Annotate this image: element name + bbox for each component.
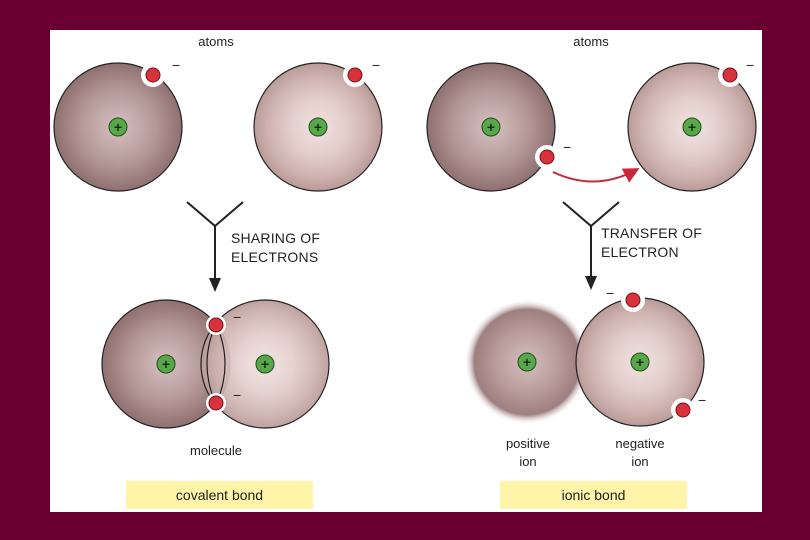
svg-text:+: + [261, 356, 269, 372]
svg-text:−: − [746, 57, 754, 73]
svg-text:−: − [372, 57, 380, 73]
negative-ion: + − − [576, 285, 706, 426]
transfer-label-line1: TRANSFER OF [601, 225, 702, 241]
left-atom-2: + − [254, 57, 382, 191]
nucleus-icon: + [109, 118, 127, 136]
right-atoms-label: atoms [573, 34, 609, 49]
sharing-label-line1: SHARING OF [231, 230, 320, 246]
positive-ion-label-line2: ion [519, 454, 536, 469]
electron-icon: − [718, 57, 754, 87]
positive-ion-label-line1: positive [506, 436, 550, 451]
svg-text:−: − [172, 57, 180, 73]
svg-text:−: − [563, 139, 571, 155]
electron-icon: − [343, 57, 380, 87]
nucleus-icon: + [256, 355, 274, 373]
svg-text:−: − [606, 285, 614, 301]
negative-ion-label-line2: ion [631, 454, 648, 469]
svg-text:+: + [314, 119, 322, 135]
sharing-arrow-icon [187, 202, 243, 292]
svg-text:+: + [523, 354, 531, 370]
left-atoms-label: atoms [198, 34, 234, 49]
right-atom-1: + [427, 63, 555, 191]
diagram-frame: atoms + − + − SHARING OF ELECTRONS [50, 30, 762, 512]
nucleus-icon: + [157, 355, 175, 373]
nucleus-icon: + [482, 118, 500, 136]
bonding-diagram: atoms + − + − SHARING OF ELECTRONS [50, 30, 762, 512]
electron-icon: − [141, 57, 180, 87]
left-atom-1: + − [54, 57, 182, 191]
negative-ion-label-line1: negative [615, 436, 664, 451]
transfer-label-line2: ELECTRON [601, 244, 679, 260]
svg-text:−: − [698, 392, 706, 408]
molecule-label: molecule [190, 443, 242, 458]
covalent-bond-label: covalent bond [176, 487, 263, 503]
ionic-bond-label: ionic bond [562, 487, 626, 503]
svg-text:−: − [233, 387, 241, 403]
svg-text:−: − [233, 309, 241, 325]
svg-text:+: + [114, 119, 122, 135]
sharing-label-line2: ELECTRONS [231, 249, 318, 265]
svg-text:+: + [487, 119, 495, 135]
right-atom-2: + − [628, 57, 756, 191]
svg-text:+: + [162, 356, 170, 372]
nucleus-icon: + [631, 353, 649, 371]
nucleus-icon: + [518, 353, 536, 371]
nucleus-icon: + [309, 118, 327, 136]
molecule: + + − − [102, 300, 329, 428]
nucleus-icon: + [683, 118, 701, 136]
svg-text:+: + [636, 354, 644, 370]
positive-ion: + [465, 300, 589, 424]
svg-text:+: + [688, 119, 696, 135]
transfer-arrow-icon [553, 170, 636, 182]
